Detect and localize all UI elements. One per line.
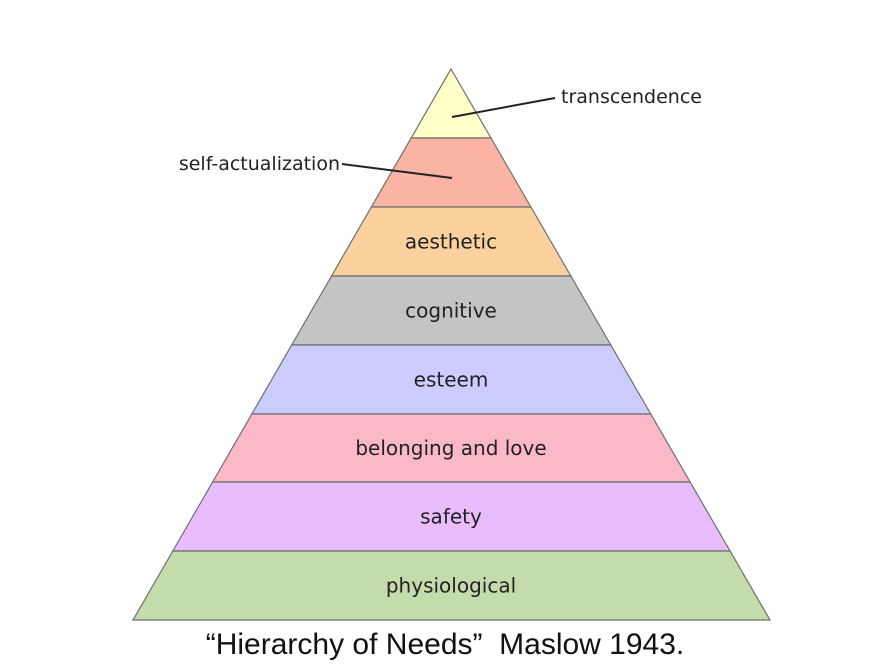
figure-caption: “Hierarchy of Needs” Maslow 1943. [205,628,685,661]
tier-transcendence [410,67,492,139]
callout-label-transcendence: transcendence [561,86,702,108]
tier-label-aesthetic: aesthetic [405,230,497,254]
transcendence-leader-line [451,97,556,118]
tier-label-belonging-and-love: belonging and love [355,436,546,460]
tier-label-cognitive: cognitive [405,299,497,323]
tier-label-physiological: physiological [386,574,516,598]
tier-self-actualization [370,137,532,208]
callout-label-self-actualization: self-actualization [179,153,340,175]
maslow-pyramid: aesthetic cognitive esteem belonging and lo… [131,67,772,621]
tier-label-esteem: esteem [414,368,489,392]
tier-label-safety: safety [420,505,482,529]
tier-physiological [131,550,772,621]
self-actualization-leader-line [341,163,453,179]
